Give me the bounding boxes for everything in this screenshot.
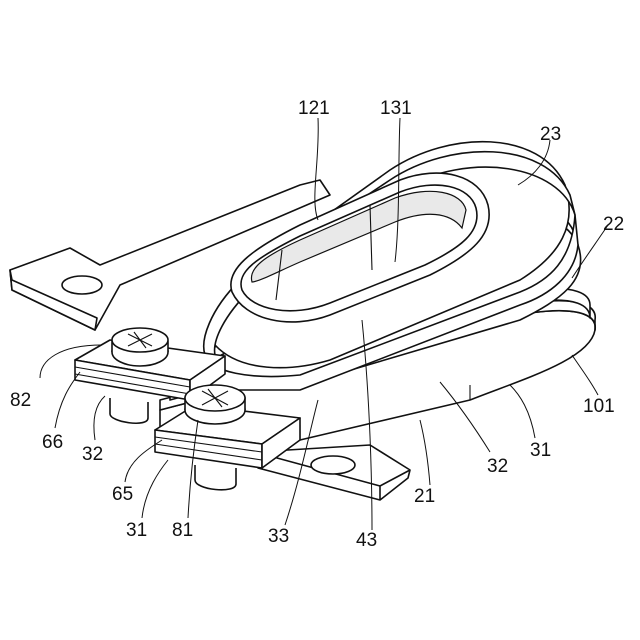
- label-66: 66: [42, 432, 63, 453]
- label-22: 22: [603, 214, 624, 235]
- label-82: 82: [10, 390, 31, 411]
- label-31-right: 31: [530, 440, 551, 461]
- label-33: 33: [268, 526, 289, 547]
- label-32-left: 32: [82, 444, 103, 465]
- label-65: 65: [112, 484, 133, 505]
- screw-81: [185, 385, 245, 424]
- label-23: 23: [540, 124, 561, 145]
- label-101: 101: [583, 396, 615, 417]
- label-32-right: 32: [487, 456, 508, 477]
- label-21: 21: [414, 486, 435, 507]
- label-121: 121: [298, 98, 330, 119]
- label-31-left: 31: [126, 520, 147, 541]
- label-43: 43: [356, 530, 377, 551]
- label-131: 131: [380, 98, 412, 119]
- label-81: 81: [172, 520, 193, 541]
- screw-82: [112, 328, 168, 366]
